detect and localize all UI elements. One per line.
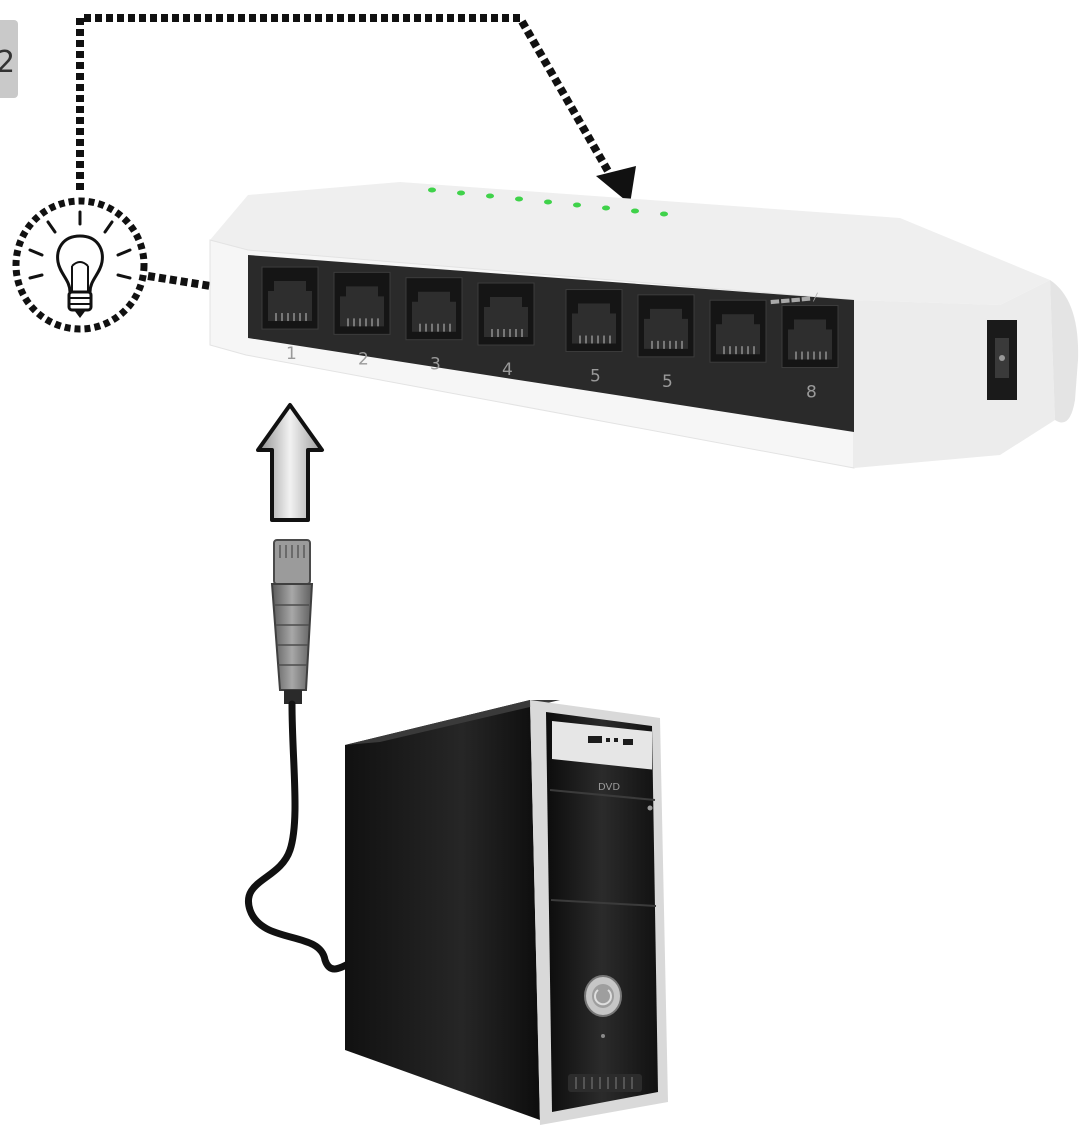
tower-side [345,700,540,1120]
ethernet-port [565,289,623,353]
power-jack [987,320,1017,400]
tower-top [345,700,560,745]
status-led [602,205,610,211]
ethernet-port [405,277,463,341]
port-label: 5 [662,372,673,392]
ethernet-port [781,305,839,369]
ethernet-port [637,294,695,358]
network-switch: 1 2 3 4 5 5 8 ▬▬▬▬ ⁄ [209,182,1079,469]
brand-mark: ▬▬▬▬ ⁄ [769,291,819,308]
power-button-icon [584,975,622,1017]
port-label: 2 [358,349,369,369]
ethernet-ports [261,266,839,369]
ethernet-port [709,299,767,363]
status-led [515,196,523,202]
step-badge: 2 [0,20,18,98]
port-labels: 1 2 3 4 5 5 8 [286,344,817,402]
port-label: 3 [430,355,441,375]
ethernet-cable [244,700,356,973]
status-led [660,211,668,217]
ethernet-plug [270,539,314,704]
status-led [631,208,639,214]
dvd-logo: DVD [598,782,620,793]
drive-led-icon [647,805,653,811]
ethernet-port [261,266,319,330]
status-led [573,202,581,208]
switch-side [854,280,1055,468]
tower-front [546,712,658,1112]
port-label: 5 [590,367,601,387]
port-label: 4 [502,360,513,380]
arrow-up-icon [256,403,324,522]
led-pointer-arrow-icon [596,166,636,204]
status-led [486,193,494,199]
step-number: 2 [0,45,15,80]
switch-top [210,182,1050,305]
port-label: 1 [286,344,297,364]
lightbulb-icon [12,197,148,333]
port-panel [248,255,854,432]
status-leds [428,187,668,217]
ethernet-port [477,282,535,346]
ethernet-port [333,271,391,335]
indicator-dotted-line [76,14,616,296]
desktop-tower: DVD [345,700,668,1125]
front-vent [568,1074,642,1092]
port-label: 8 [806,383,817,403]
status-led [428,187,436,193]
status-led [544,199,552,205]
front-io-ports [588,736,633,745]
status-led [457,190,465,196]
